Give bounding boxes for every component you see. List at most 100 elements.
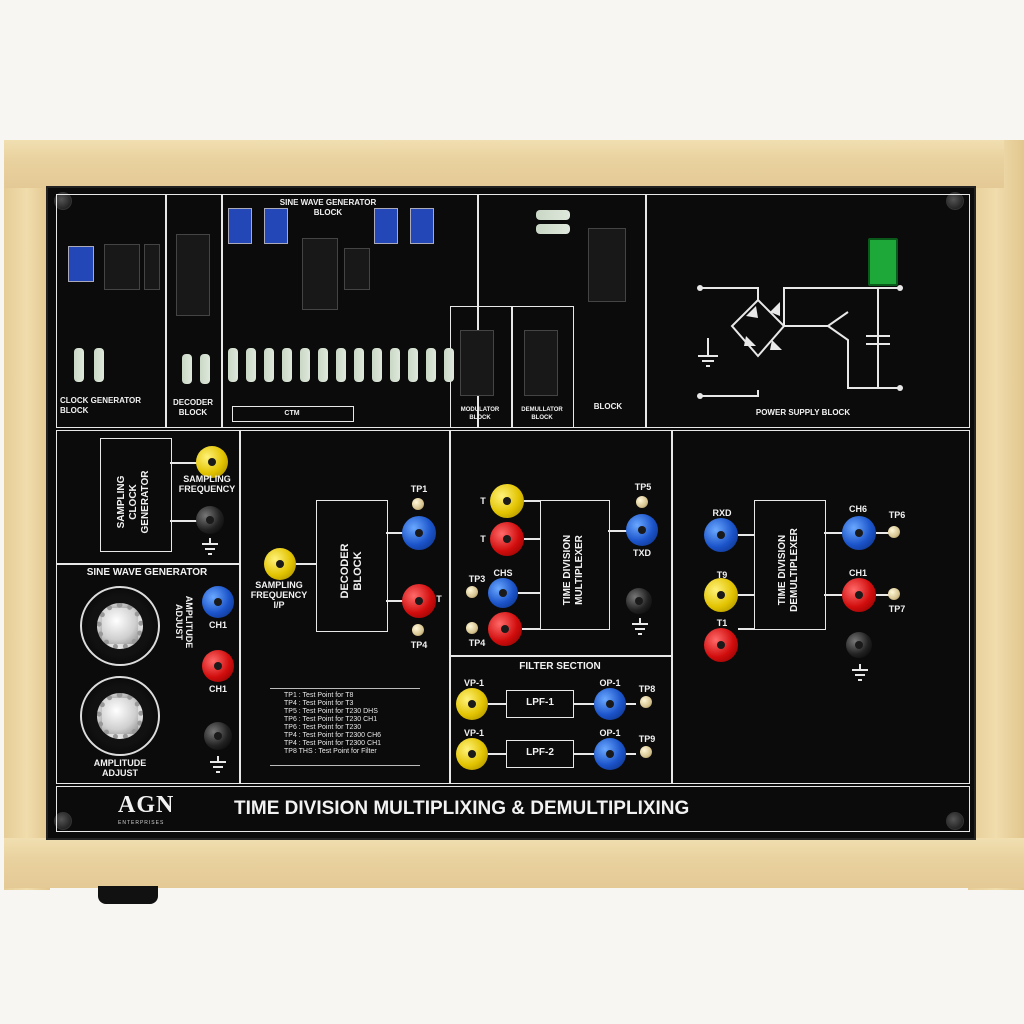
demodulator-block	[512, 306, 574, 428]
wood-frame-bottom	[4, 838, 1024, 888]
trimmer-pot[interactable]	[264, 208, 288, 244]
vp1-b-label: VP-1	[463, 728, 484, 738]
ic-chip	[460, 330, 494, 396]
rxd-label: RXD	[712, 508, 732, 518]
amplitude-adjust-vertical-label: AMPLITUDE ADJUST	[174, 595, 194, 649]
wire	[522, 628, 540, 630]
tdm-ch-red-socket[interactable]	[488, 612, 522, 646]
tp6-test-point[interactable]	[888, 526, 900, 538]
ch1-top-socket[interactable]	[202, 586, 234, 618]
ic-chip	[144, 244, 160, 290]
op1-a-socket[interactable]	[594, 688, 626, 720]
sampling-frequency-socket[interactable]	[196, 446, 228, 478]
amplitude-adjust-knob-bottom[interactable]	[80, 676, 160, 756]
sine-top-block	[222, 194, 478, 428]
wire	[626, 753, 636, 755]
tp9-test-point[interactable]	[640, 746, 652, 758]
t1-socket[interactable]	[704, 628, 738, 662]
tdd-box	[754, 500, 826, 630]
ground-socket[interactable]	[196, 506, 224, 534]
ch1-socket[interactable]	[842, 578, 876, 612]
trimmer-pot[interactable]	[228, 208, 252, 244]
demodulator-label: DEMULLATOR BLOCK	[521, 407, 563, 421]
tp4-test-point[interactable]	[412, 624, 424, 636]
ch1-label: CH1	[848, 568, 867, 578]
tdm-section	[450, 430, 672, 656]
wire	[876, 532, 890, 534]
screw	[54, 192, 72, 210]
ground-icon	[632, 618, 648, 635]
power-supply-label: POWER SUPPLY BLOCK	[755, 408, 851, 417]
wire	[626, 703, 636, 705]
lpf2-box	[506, 740, 574, 768]
resistor	[228, 348, 238, 382]
power-supply-area	[646, 194, 970, 428]
tdm-box	[540, 500, 610, 630]
ch1-bottom-socket[interactable]	[202, 650, 234, 682]
ch1-top-label: CH1	[208, 620, 227, 630]
tdm-tp5-test-point[interactable]	[636, 496, 648, 508]
ic-chip	[588, 228, 626, 302]
op1-b-socket[interactable]	[594, 738, 626, 770]
sampling-clock-generator-label: SAMPLING CLOCK GENERATOR	[116, 470, 151, 534]
tdm-input-red-socket[interactable]	[490, 522, 524, 556]
resistor	[246, 348, 256, 382]
resistor	[372, 348, 382, 382]
tdm-txd-socket[interactable]	[626, 514, 658, 546]
t9-socket[interactable]	[704, 578, 738, 612]
tp6-label: TP6	[888, 510, 906, 520]
ch6-socket[interactable]	[842, 516, 876, 550]
tp9-label: TP9	[638, 734, 656, 744]
ground-socket[interactable]	[846, 632, 872, 658]
power-switch[interactable]	[868, 238, 898, 286]
ch1-bottom-label: CH1	[208, 684, 227, 694]
ground-socket[interactable]	[626, 588, 652, 614]
tdm-tp3-test-point[interactable]	[466, 586, 478, 598]
wire	[488, 753, 506, 755]
tp1-label: TP1	[410, 484, 428, 494]
ground-icon	[210, 756, 226, 773]
wire	[574, 703, 594, 705]
tdm-tp4-test-point[interactable]	[466, 622, 478, 634]
tdm-input-yellow-socket[interactable]	[490, 484, 524, 518]
filter-section	[450, 656, 672, 784]
vp1-b-socket[interactable]	[456, 738, 488, 770]
trimmer-pot[interactable]	[374, 208, 398, 244]
tp1-test-point[interactable]	[412, 498, 424, 510]
tdm-chs-blue-socket[interactable]	[488, 578, 518, 608]
vp1-a-socket[interactable]	[456, 688, 488, 720]
wire	[824, 594, 842, 596]
tdm-tp5-label: TP5	[634, 482, 652, 492]
wood-frame-right	[968, 140, 1024, 890]
legend-line: TP4 : Test Point for T2300 CH6	[284, 732, 382, 739]
wire	[524, 538, 540, 540]
trimmer-pot[interactable]	[410, 208, 434, 244]
wire	[574, 753, 594, 755]
sampling-frequency-input-socket[interactable]	[264, 548, 296, 580]
tp7-test-point[interactable]	[888, 588, 900, 600]
tdd-section	[672, 430, 970, 784]
decoder-output-red-socket[interactable]	[402, 584, 436, 618]
decoder-output-blue-socket[interactable]	[402, 516, 436, 550]
resistor	[336, 348, 346, 382]
tp4-label: TP4	[410, 640, 428, 650]
wire	[488, 703, 506, 705]
resistor	[536, 224, 570, 234]
amplitude-adjust-knob-top[interactable]	[80, 586, 160, 666]
resistor	[300, 348, 310, 382]
tdd-label: TIME DIVISION DEMULTIPLEXER	[777, 528, 800, 612]
decoder-block-label: DECODER BLOCK	[339, 543, 364, 599]
tdm-tp3-label: TP3	[468, 574, 486, 584]
wood-frame-left	[4, 140, 50, 890]
trimmer-pot[interactable]	[68, 246, 94, 282]
tp7-label: TP7	[888, 604, 906, 614]
ground-socket[interactable]	[204, 722, 232, 750]
rxd-socket[interactable]	[704, 518, 738, 552]
tp8-test-point[interactable]	[640, 696, 652, 708]
legend-line: TP4 : Test Point for T3	[284, 700, 354, 707]
wire	[386, 600, 404, 602]
wire	[296, 563, 316, 565]
resistor-row	[228, 348, 468, 388]
screw	[54, 812, 72, 830]
ground-icon	[202, 538, 218, 555]
